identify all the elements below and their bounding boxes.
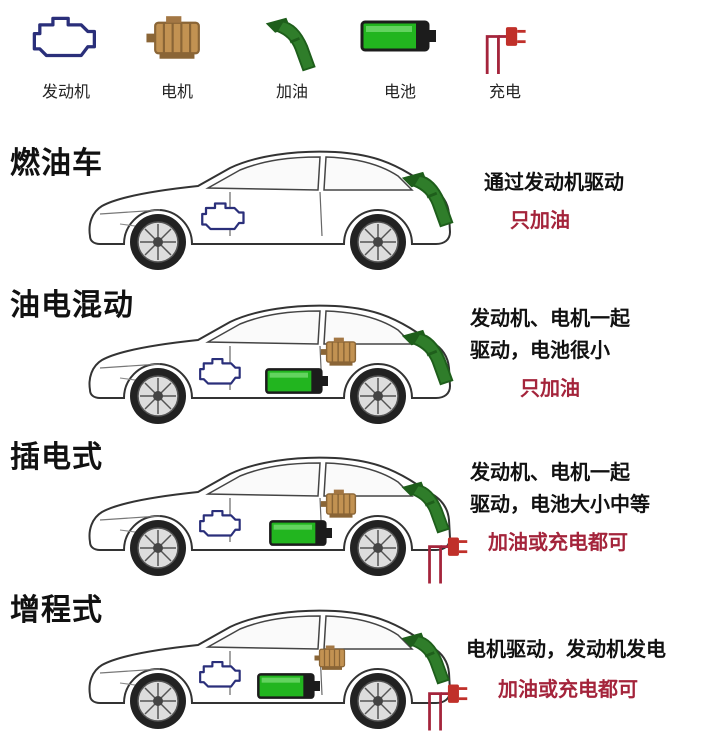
- charging-plug-icon: [424, 524, 470, 584]
- description-line: 驱动，电池很小: [470, 338, 610, 362]
- description-line: 驱动，电池大小中等: [470, 492, 650, 516]
- description-line: 发动机、电机一起: [470, 306, 630, 330]
- legend-label: 充电: [488, 82, 521, 101]
- refuel-note: 只加油: [520, 376, 580, 400]
- motor-icon: [142, 14, 212, 62]
- section-plug-in: 插电式 发动机、电机一起 驱动，电池大小中等 加油或充电都可: [0, 432, 719, 592]
- legend-item-engine: 发动机: [16, 8, 116, 103]
- engine-icon: [31, 14, 101, 62]
- description: 电机驱动，发动机发电: [466, 633, 666, 665]
- engine-icon: [200, 200, 248, 234]
- section-hybrid: 油电混动 发动机、电机一起 驱动，电池很小 只加油: [0, 280, 719, 440]
- refuel-note: 只加油: [510, 208, 570, 232]
- description: 通过发动机驱动: [484, 166, 624, 198]
- motor-icon: [318, 488, 364, 520]
- battery-icon: [262, 518, 342, 548]
- fuel-nozzle-icon: [262, 14, 322, 74]
- legend-label: 加油: [275, 82, 308, 101]
- battery-icon: [360, 14, 440, 58]
- motor-icon: [312, 643, 352, 673]
- section-range-extender: 增程式 电机驱动，发动机发电 加油或充电都可: [0, 585, 719, 745]
- battery-icon: [254, 671, 326, 701]
- section-title: 增程式: [10, 593, 103, 628]
- legend-label: 电机: [160, 82, 193, 101]
- engine-icon: [198, 508, 244, 540]
- legend-label: 电池: [383, 82, 416, 101]
- engine-icon: [198, 356, 244, 388]
- section-title: 燃油车: [10, 146, 103, 181]
- motor-icon: [318, 336, 364, 368]
- legend-label: 发动机: [41, 82, 90, 101]
- fuel-nozzle-icon: [398, 326, 460, 388]
- description-line: 通过发动机驱动: [484, 170, 624, 194]
- description-line: 电机驱动，发动机发电: [466, 637, 666, 661]
- fuel-nozzle-icon: [398, 168, 460, 230]
- section-title: 油电混动: [10, 288, 134, 323]
- legend-item-charging: 充电: [455, 8, 555, 103]
- legend-item-battery: 电池: [350, 8, 450, 103]
- description: 发动机、电机一起 驱动，电池大小中等: [470, 456, 650, 520]
- legend-item-fuel: 加油: [242, 8, 342, 103]
- description-line: 发动机、电机一起: [470, 460, 630, 484]
- section-fuel-car: 燃油车 通过发动机驱动 只加油: [0, 138, 719, 298]
- legend: 发动机 电机 加油 电池 充电: [0, 8, 719, 103]
- refuel-note: 加油或充电都可: [488, 530, 628, 554]
- legend-item-motor: 电机: [127, 8, 227, 103]
- charging-plug-icon: [480, 14, 530, 74]
- refuel-note: 加油或充电都可: [498, 677, 638, 701]
- charging-plug-icon: [424, 671, 470, 731]
- description: 发动机、电机一起 驱动，电池很小: [470, 302, 630, 366]
- battery-icon: [262, 366, 334, 396]
- section-title: 插电式: [10, 440, 103, 475]
- engine-icon: [198, 659, 244, 691]
